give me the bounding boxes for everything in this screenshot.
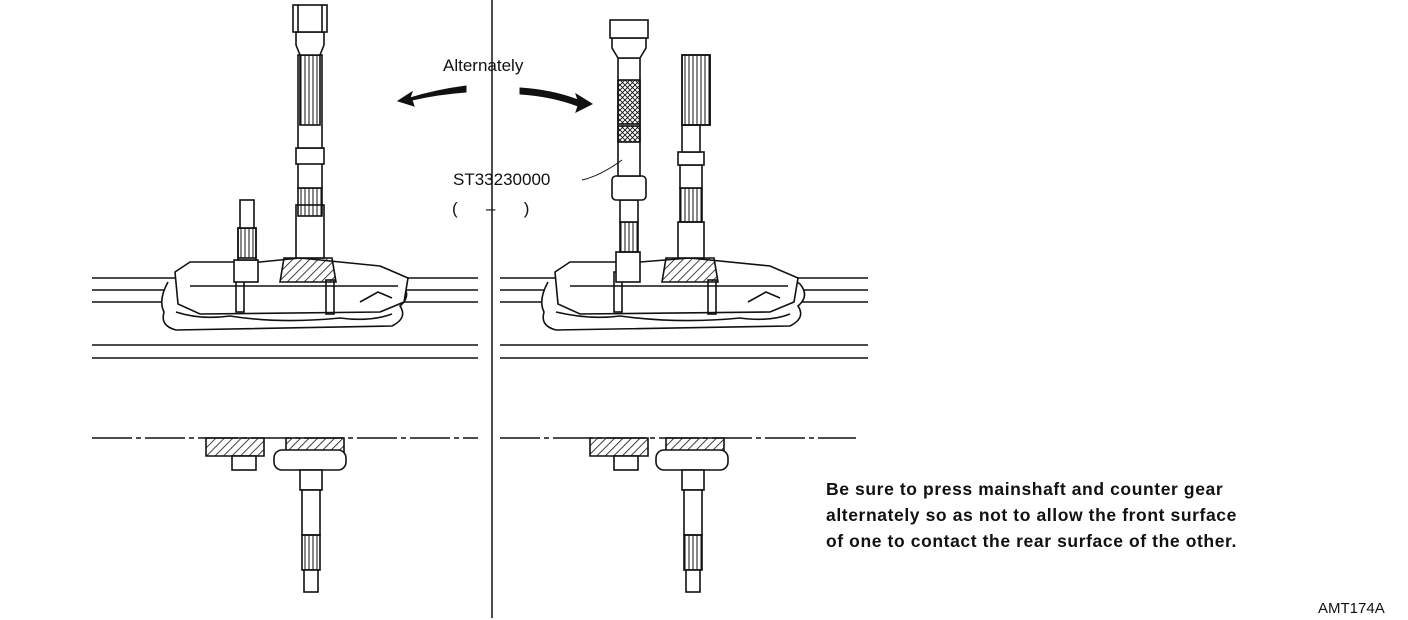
tool-leader bbox=[581, 159, 623, 181]
left-mainshaft bbox=[292, 4, 328, 259]
right-mainshaft bbox=[677, 54, 711, 259]
note-line: of one to contact the rear surface of th… bbox=[826, 531, 1237, 551]
arrow-left-icon bbox=[396, 85, 467, 107]
left-lower-gears bbox=[205, 437, 347, 593]
tool-paren-label: ( – ) bbox=[452, 199, 530, 218]
figure-code: AMT174A bbox=[1318, 600, 1385, 617]
right-lower-gears bbox=[589, 437, 729, 593]
direction-label: Alternately bbox=[443, 56, 524, 75]
arrow-right-icon bbox=[519, 87, 594, 113]
instruction-note: Be sure to press mainshaft and counter g… bbox=[826, 476, 1386, 554]
note-line: Be sure to press mainshaft and counter g… bbox=[826, 479, 1224, 499]
right-counter-shaft-with-tool bbox=[609, 19, 649, 283]
right-main-gear bbox=[661, 257, 719, 283]
left-main-gear bbox=[279, 257, 337, 283]
tool-number-label: ST33230000 bbox=[453, 170, 551, 189]
note-line: alternately so as not to allow the front… bbox=[826, 505, 1237, 525]
left-counter-shaft bbox=[233, 259, 259, 283]
